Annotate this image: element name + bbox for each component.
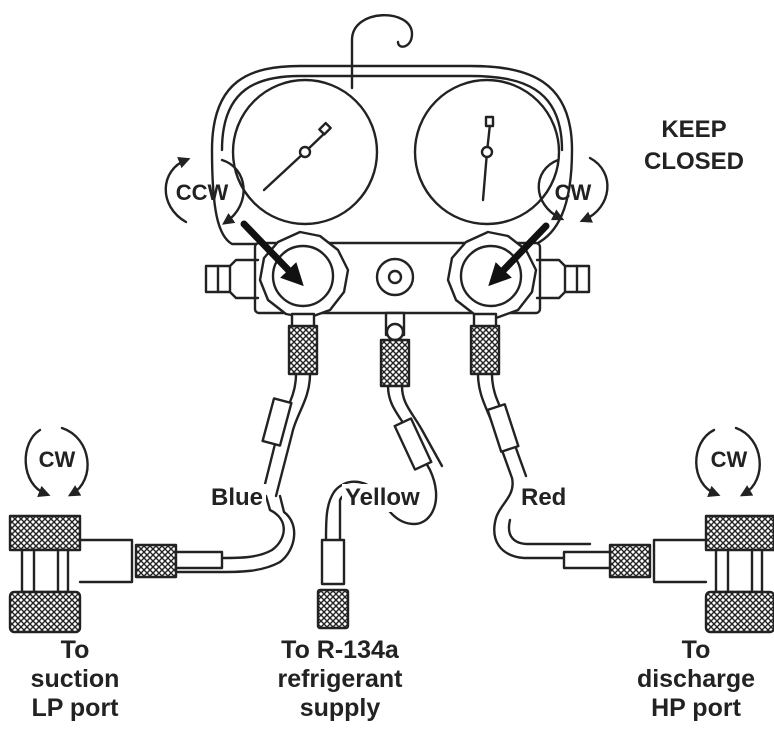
ccw-label: CCW xyxy=(175,180,229,205)
discharge-line-3: HP port xyxy=(651,694,741,722)
discharge-port-label: To discharge HP port xyxy=(618,636,774,723)
low-side-coupler-icon xyxy=(8,514,224,634)
high-pressure-gauge-icon xyxy=(413,78,561,226)
high-side-coupler-icon xyxy=(562,514,774,634)
gauge-housing xyxy=(210,64,574,246)
suction-line-2: suction xyxy=(30,665,120,693)
center-port-icon xyxy=(375,257,415,297)
suction-line-3: LP port xyxy=(31,694,119,722)
right-coupler-cw-arrow-icon xyxy=(695,426,761,498)
yellow-hose-label: Yellow xyxy=(342,484,423,512)
ccw-rotation-arrow-icon xyxy=(164,156,245,225)
left-hose-fitting xyxy=(287,324,319,376)
cw-rotation-arrow-icon xyxy=(537,156,609,223)
supply-line-3: supply xyxy=(299,694,381,722)
refrigerant-supply-label: To R-134a refrigerant supply xyxy=(250,636,430,723)
discharge-line-1: To xyxy=(681,636,711,664)
cw-label-right-coupler: CW xyxy=(710,447,748,472)
blue-hose-label: Blue xyxy=(208,484,267,512)
suction-port-label: To suction LP port xyxy=(0,636,150,723)
supply-line-1: To R-134a xyxy=(281,636,399,664)
red-hose-label: Red xyxy=(518,484,570,512)
blue-hose xyxy=(170,372,312,574)
yellow-hose-end-fitting xyxy=(316,588,350,630)
suction-line-1: To xyxy=(60,636,90,664)
center-valve-icon xyxy=(379,311,411,388)
hanger-hook xyxy=(350,14,414,90)
cw-label-top: CW xyxy=(554,180,592,205)
supply-line-2: refrigerant xyxy=(277,665,403,693)
low-pressure-gauge-icon xyxy=(231,78,379,226)
discharge-line-2: discharge xyxy=(636,665,756,693)
left-coupler-cw-arrow-icon xyxy=(24,426,89,498)
keep-closed-notice: KEEP CLOSED xyxy=(624,114,764,178)
yellow-hose xyxy=(316,384,444,630)
left-barb-fitting-icon xyxy=(204,258,260,300)
right-pointer-arrow-icon xyxy=(488,222,550,287)
right-hose-fitting xyxy=(469,324,501,376)
closed-text: CLOSED xyxy=(643,148,744,175)
right-barb-fitting-icon xyxy=(535,258,591,300)
red-hose xyxy=(476,372,592,560)
keep-text: KEEP xyxy=(661,116,727,143)
cw-label-left-coupler: CW xyxy=(38,447,76,472)
left-pointer-arrow-icon xyxy=(240,220,304,287)
